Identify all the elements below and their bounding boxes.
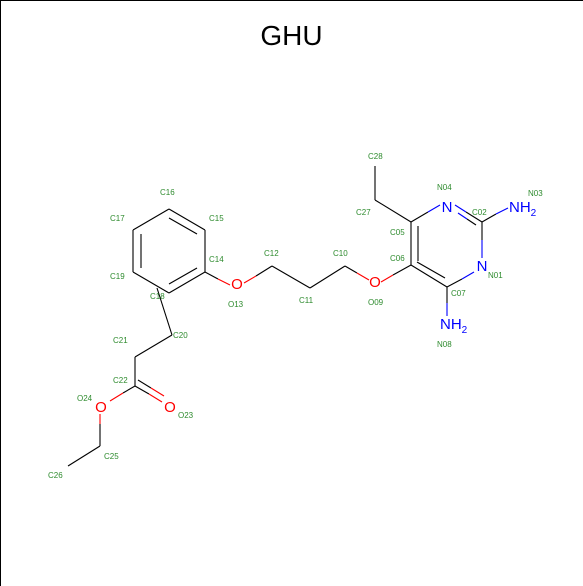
bond-inner xyxy=(168,267,198,285)
bond xyxy=(356,272,370,281)
bond xyxy=(461,271,475,280)
bond xyxy=(150,387,165,397)
bond xyxy=(481,213,497,223)
atom-label: C22 xyxy=(113,376,128,385)
atom-label: C28 xyxy=(368,152,383,161)
atom-label: N03 xyxy=(528,189,543,198)
atom-label: C26 xyxy=(48,471,63,480)
bond xyxy=(495,207,509,215)
bond xyxy=(67,445,101,467)
atom-label: C07 xyxy=(451,289,466,298)
bond-inner xyxy=(466,218,477,226)
amino-group-n08: NH2 xyxy=(440,316,468,336)
atom-label: C10 xyxy=(333,249,348,258)
atom-label: C11 xyxy=(299,296,314,305)
atom-label: C27 xyxy=(356,208,371,217)
bond xyxy=(410,264,448,288)
atom-label: C12 xyxy=(264,249,279,258)
bond xyxy=(134,385,150,395)
nitrogen-atom-n04: N xyxy=(442,199,453,216)
atom-label: C25 xyxy=(104,452,119,461)
bond xyxy=(137,379,152,389)
bond-inner xyxy=(416,261,446,279)
oxygen-atom-o23: O xyxy=(164,399,176,416)
bond xyxy=(134,334,173,358)
molecule-title: GHU xyxy=(260,20,323,51)
bond xyxy=(374,199,412,223)
atom-label: O13 xyxy=(228,300,244,309)
bond xyxy=(255,265,273,277)
atom-label: N08 xyxy=(437,340,452,349)
bond xyxy=(204,271,219,280)
atom-label: C02 xyxy=(472,208,487,217)
heteroatoms: O O N N NH2 NH2 O O xyxy=(95,199,537,416)
atom-label: N04 xyxy=(437,183,452,192)
nitrogen-atom-n01: N xyxy=(477,258,488,275)
oxygen-atom-o09: O xyxy=(369,274,381,291)
bond xyxy=(217,278,231,286)
bond xyxy=(271,265,311,289)
bonds xyxy=(67,166,509,467)
bond xyxy=(148,393,163,403)
atom-label: C18 xyxy=(150,292,165,301)
bond xyxy=(344,265,358,274)
bond xyxy=(392,264,412,276)
bond xyxy=(132,208,170,231)
bond xyxy=(109,392,124,402)
atom-label: O23 xyxy=(178,411,194,420)
bond xyxy=(168,208,206,231)
atom-label: C15 xyxy=(209,214,224,223)
bond xyxy=(243,275,257,284)
oxygen-atom-o13: O xyxy=(231,276,243,293)
bond xyxy=(122,385,136,394)
atom-label: C14 xyxy=(209,255,224,264)
atom-label: C19 xyxy=(110,272,125,281)
atom-label: C17 xyxy=(110,214,125,223)
bond xyxy=(410,211,429,223)
atom-label: C06 xyxy=(390,254,405,263)
atom-label: O24 xyxy=(77,394,93,403)
bond xyxy=(454,204,467,213)
bond xyxy=(168,271,206,294)
bond xyxy=(446,278,463,288)
atom-label: C21 xyxy=(113,336,128,345)
bond xyxy=(465,211,483,223)
bond xyxy=(427,204,441,213)
amino-group-n03: NH2 xyxy=(509,199,537,219)
bond xyxy=(132,271,170,294)
atom-label: C16 xyxy=(160,188,175,197)
bond xyxy=(380,274,394,283)
atom-label: O09 xyxy=(368,298,384,307)
atom-label: N01 xyxy=(488,271,503,280)
bond xyxy=(309,265,346,289)
bond-inner xyxy=(457,212,468,220)
oxygen-atom-o24: O xyxy=(95,399,107,416)
bond-inner xyxy=(168,217,198,235)
atom-labels: C16 C17 C15 C14 C19 C18 C12 C10 C11 O13 … xyxy=(48,152,543,480)
atom-label: C05 xyxy=(390,228,405,237)
bond xyxy=(156,287,173,336)
atom-label: C20 xyxy=(173,331,188,340)
